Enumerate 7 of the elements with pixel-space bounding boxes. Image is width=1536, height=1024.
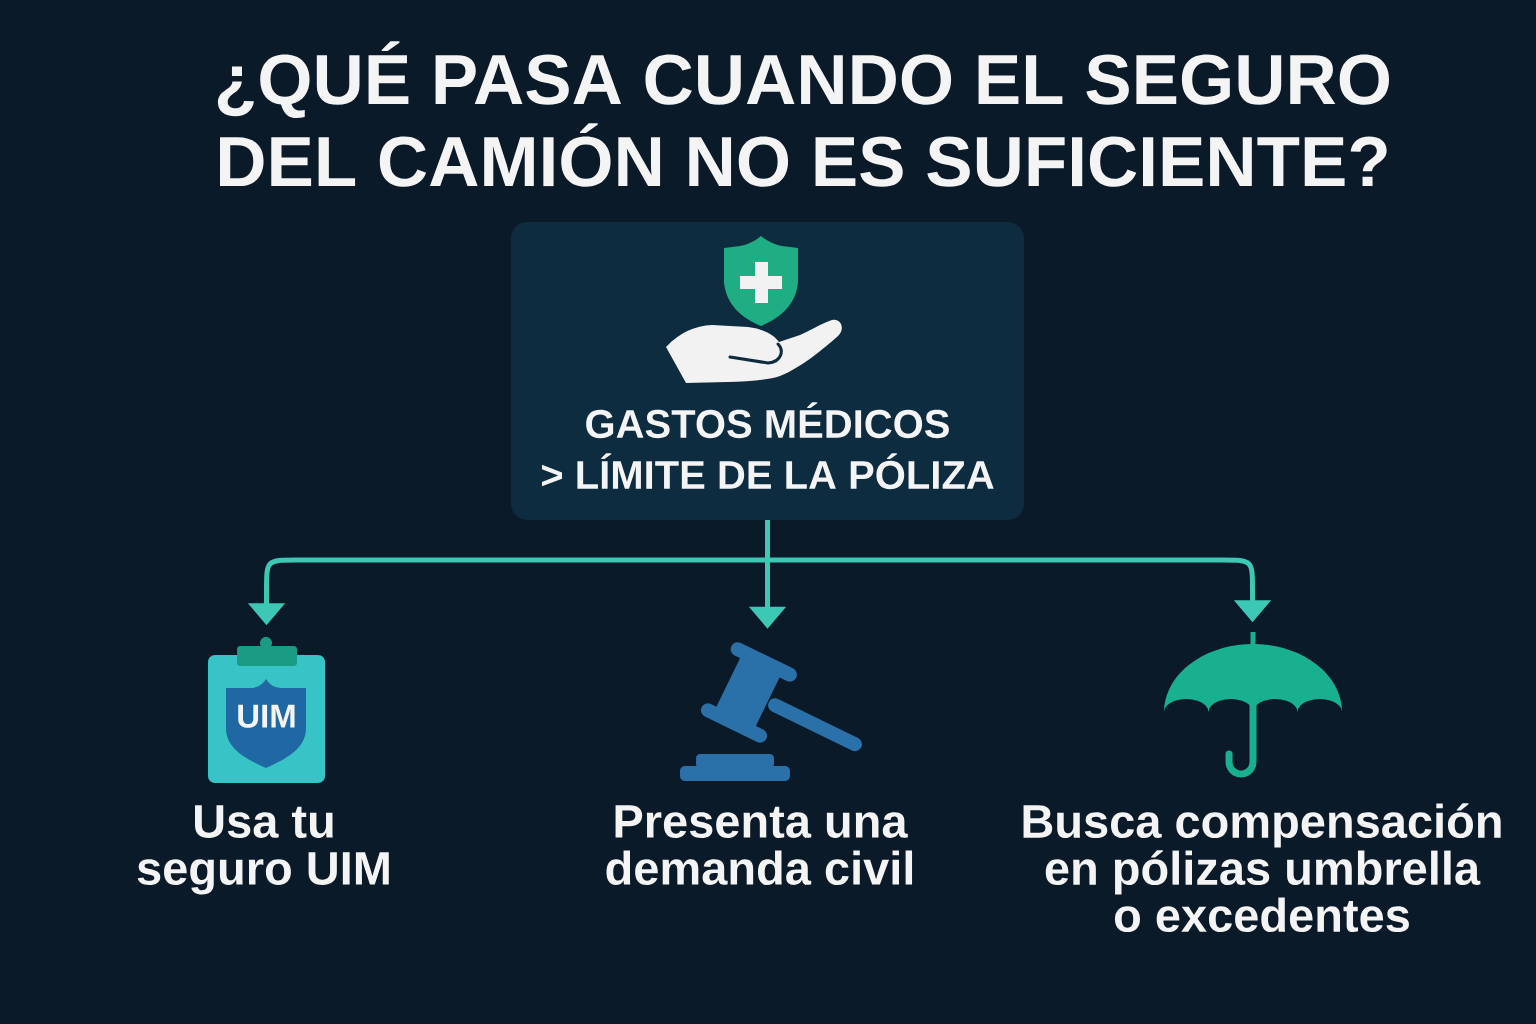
caption-text: Busca compensación en pólizas umbrella o excedentes [1023, 803, 1501, 933]
caption-text: Presenta una demanda civil [606, 805, 913, 885]
title: ¿QUÉ PASA CUANDO EL SEGURO DEL CAMIÓN NO ES SUFICIENTE? [217, 41, 1389, 187]
info-box: GASTOS MÉDICOS > LÍMITE DE LA PÓLIZA [511, 222, 1024, 520]
umbrella-icon [1164, 632, 1342, 778]
gavel-icon [680, 642, 862, 781]
caption-text: Usa tu seguro UIM [137, 805, 389, 895]
